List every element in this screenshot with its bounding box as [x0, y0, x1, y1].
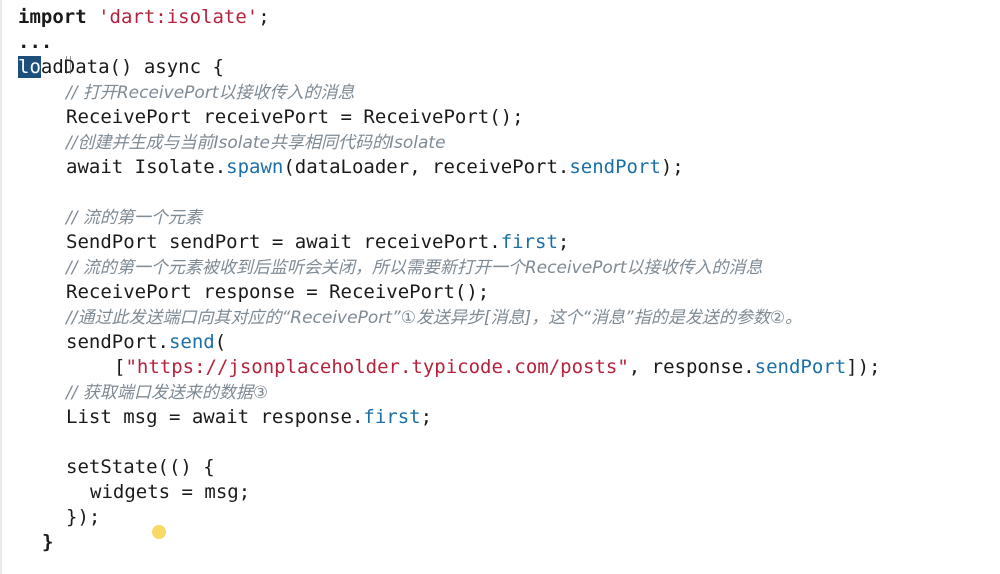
text-selection[interactable]: lo	[18, 56, 41, 78]
code-text: );	[660, 156, 684, 178]
code-line-16[interactable]: List msg = await response.first;	[66, 405, 432, 430]
keyword-import: import	[18, 6, 87, 28]
code-text: List msg = await response.	[66, 406, 364, 428]
code-text: SendPort sendPort = await receivePort.	[66, 231, 501, 253]
code-comment: // 流的第一个元素被收到后监听会关闭，所以需要新打开一个ReceivePort…	[66, 258, 763, 278]
property-name: first	[500, 231, 558, 253]
editor-left-border	[0, 0, 2, 574]
text-cursor-icon	[66, 56, 71, 74]
code-line-12[interactable]: //通过此发送端口向其对应的“ReceivePort”①发送异步[消息]，这个“…	[66, 305, 802, 330]
code-line-6[interactable]: //创建并生成与当前Isolate共享相同代码的Isolate	[66, 130, 446, 155]
code-comment: //通过此发送端口向其对应的“ReceivePort”①发送异步[消息]，这个“…	[66, 308, 803, 328]
code-line-14[interactable]: ["https://jsonplaceholder.typicode.com/p…	[114, 355, 880, 380]
code-line-18[interactable]: widgets = msg;	[90, 480, 250, 505]
code-line-8[interactable]: // 流的第一个元素	[66, 205, 202, 230]
code-comment: //创建并生成与当前Isolate共享相同代码的Isolate	[66, 133, 446, 153]
code-line-17[interactable]: setState(() {	[66, 455, 215, 480]
string-literal: 'dart:isolate'	[98, 6, 259, 28]
code-text: }	[42, 531, 54, 553]
property-name: sendPort	[569, 156, 661, 178]
code-line-11[interactable]: ReceivePort response = ReceivePort();	[66, 280, 489, 305]
code-comment: // 流的第一个元素	[66, 208, 202, 228]
code-comment: // 获取端口发送来的数据③	[66, 383, 269, 403]
code-line-13[interactable]: sendPort.send(	[66, 330, 226, 355]
code-text: , response.	[628, 356, 755, 378]
method-name: send	[168, 331, 215, 353]
code-text: (dataLoader, receivePort.	[283, 156, 570, 178]
code-text: setState(() {	[66, 456, 215, 478]
code-line-9[interactable]: SendPort sendPort = await receivePort.fi…	[66, 230, 569, 255]
code-line-1[interactable]: import 'dart:isolate';	[18, 5, 270, 30]
code-line-7[interactable]: await Isolate.spawn(dataLoader, receiveP…	[66, 155, 684, 180]
code-text: widgets = msg;	[90, 481, 251, 503]
code-text: ;	[420, 406, 433, 428]
code-text: ReceivePort receivePort = ReceivePort();	[66, 106, 524, 128]
property-name: sendPort	[754, 356, 847, 378]
string-literal: "https://jsonplaceholder.typicode.com/po…	[125, 356, 629, 378]
code-text: adData() async {	[40, 56, 224, 78]
code-text: ]);	[846, 356, 881, 378]
code-line-4[interactable]: // 打开ReceivePort以接收传入的消息	[66, 80, 355, 105]
code-text: sendPort.	[66, 331, 169, 353]
property-name: first	[363, 406, 421, 428]
code-line-19[interactable]: });	[66, 505, 100, 530]
mouse-cursor-highlight-icon	[152, 525, 166, 539]
code-line-3[interactable]: loadData() async {	[18, 55, 224, 80]
code-text: ;	[258, 6, 270, 28]
code-line-10[interactable]: // 流的第一个元素被收到后监听会关闭，所以需要新打开一个ReceivePort…	[66, 255, 762, 280]
code-line-15[interactable]: // 获取端口发送来的数据③	[66, 380, 268, 405]
method-name: spawn	[226, 156, 284, 178]
code-text: ReceivePort response = ReceivePort();	[66, 281, 490, 303]
code-text: await Isolate.	[66, 156, 227, 178]
code-comment: // 打开ReceivePort以接收传入的消息	[66, 83, 355, 103]
code-text: });	[66, 506, 101, 528]
code-text: ;	[557, 231, 570, 253]
code-line-2[interactable]: ...	[18, 30, 52, 55]
code-line-5[interactable]: ReceivePort receivePort = ReceivePort();	[66, 105, 524, 130]
ellipsis: ...	[18, 31, 53, 53]
code-text: (	[214, 331, 227, 353]
code-text: [	[114, 356, 126, 378]
code-line-20[interactable]: }	[42, 530, 53, 555]
